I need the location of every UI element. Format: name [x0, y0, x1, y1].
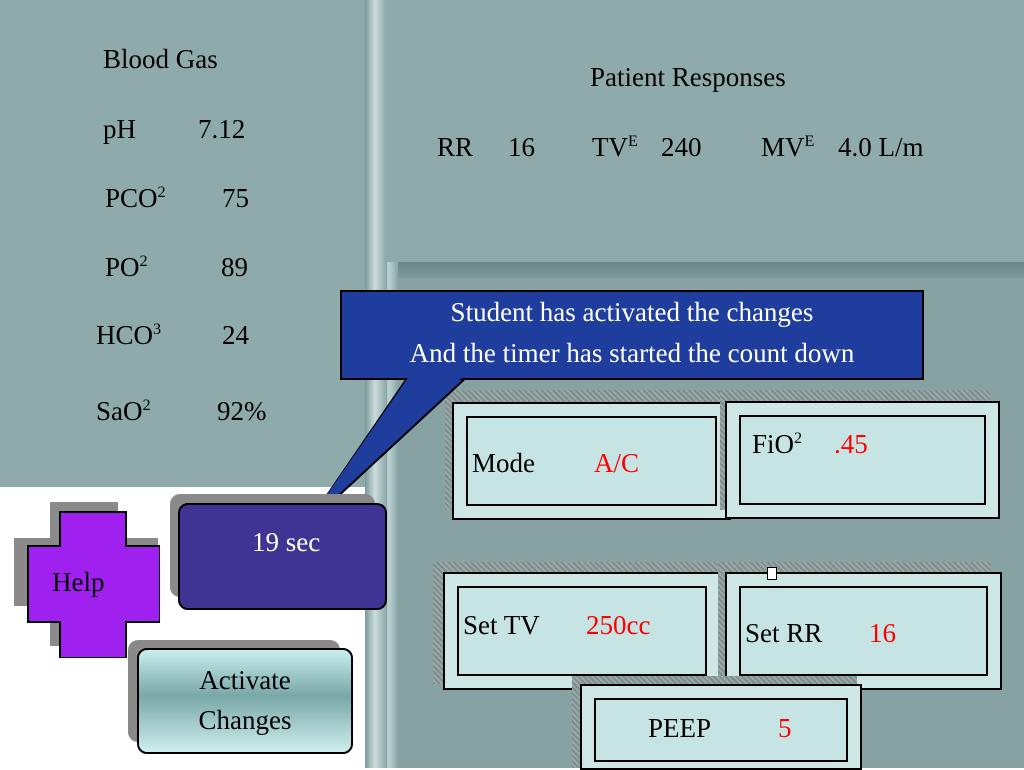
mode-button[interactable]	[452, 402, 731, 520]
pco2-value: 75	[222, 183, 249, 213]
set-tv-label: Set TV	[463, 610, 540, 640]
tve-value: 240	[661, 132, 702, 162]
tve-label: TVE	[592, 132, 638, 162]
mve-label: MVE	[761, 132, 815, 162]
help-label: Help	[52, 567, 105, 597]
set-tv-button[interactable]	[443, 572, 721, 690]
help-button[interactable]	[26, 510, 160, 658]
set-tv-face	[457, 586, 707, 676]
callout-line-1: Student has activated the changes	[450, 297, 814, 327]
mode-value: A/C	[594, 448, 640, 478]
fio2-value: .45	[834, 429, 868, 459]
callout-pointer-fill	[308, 372, 468, 522]
patient-responses-panel	[385, 0, 1024, 262]
peep-button[interactable]	[580, 684, 862, 770]
fio2-label: FiO2	[752, 429, 803, 459]
mode-label: Mode	[472, 448, 535, 478]
pco2-label: PCO2	[105, 183, 166, 213]
callout-line-2: And the timer has started the count down	[409, 338, 855, 368]
patient-responses-title: Patient Responses	[590, 62, 786, 92]
hco3-label: HCO3	[96, 320, 162, 350]
po2-label: PO2	[105, 252, 148, 282]
sao2-value: 92%	[217, 396, 267, 426]
timer-text: 19 sec	[252, 527, 321, 557]
set-rr-label: Set RR	[745, 618, 823, 648]
sao2-label: SaO2	[96, 396, 151, 426]
small-square-icon	[767, 567, 777, 580]
fio2-face	[739, 415, 986, 505]
blood-gas-panel	[0, 0, 372, 487]
help-cross-icon	[27, 511, 160, 658]
set-rr-face	[739, 586, 988, 676]
activate-line-2: Changes	[198, 705, 292, 735]
countdown-timer: 19 sec	[178, 503, 387, 610]
set-tv-value: 250cc	[586, 610, 651, 640]
mve-value: 4.0 L/m	[838, 132, 924, 162]
activate-line-1: Activate	[199, 665, 291, 695]
ventilator-panel-edge	[383, 262, 1024, 278]
rr-value: 16	[508, 132, 535, 162]
mode-face	[466, 416, 717, 506]
hco3-value: 24	[222, 320, 249, 350]
peep-face	[594, 698, 848, 762]
po2-value: 89	[221, 252, 248, 282]
ph-value: 7.12	[198, 114, 246, 144]
instruction-callout: Student has activated the changes And th…	[340, 290, 924, 380]
fio2-button[interactable]	[725, 401, 1000, 519]
activate-changes-button[interactable]: Activate Changes	[137, 648, 353, 754]
rr-label: RR	[437, 132, 474, 162]
peep-label: PEEP	[648, 713, 712, 743]
blood-gas-title: Blood Gas	[103, 44, 218, 74]
set-rr-button[interactable]	[725, 572, 1002, 690]
set-rr-value: 16	[869, 618, 896, 648]
ph-label: pH	[103, 114, 136, 144]
peep-value: 5	[778, 713, 792, 743]
